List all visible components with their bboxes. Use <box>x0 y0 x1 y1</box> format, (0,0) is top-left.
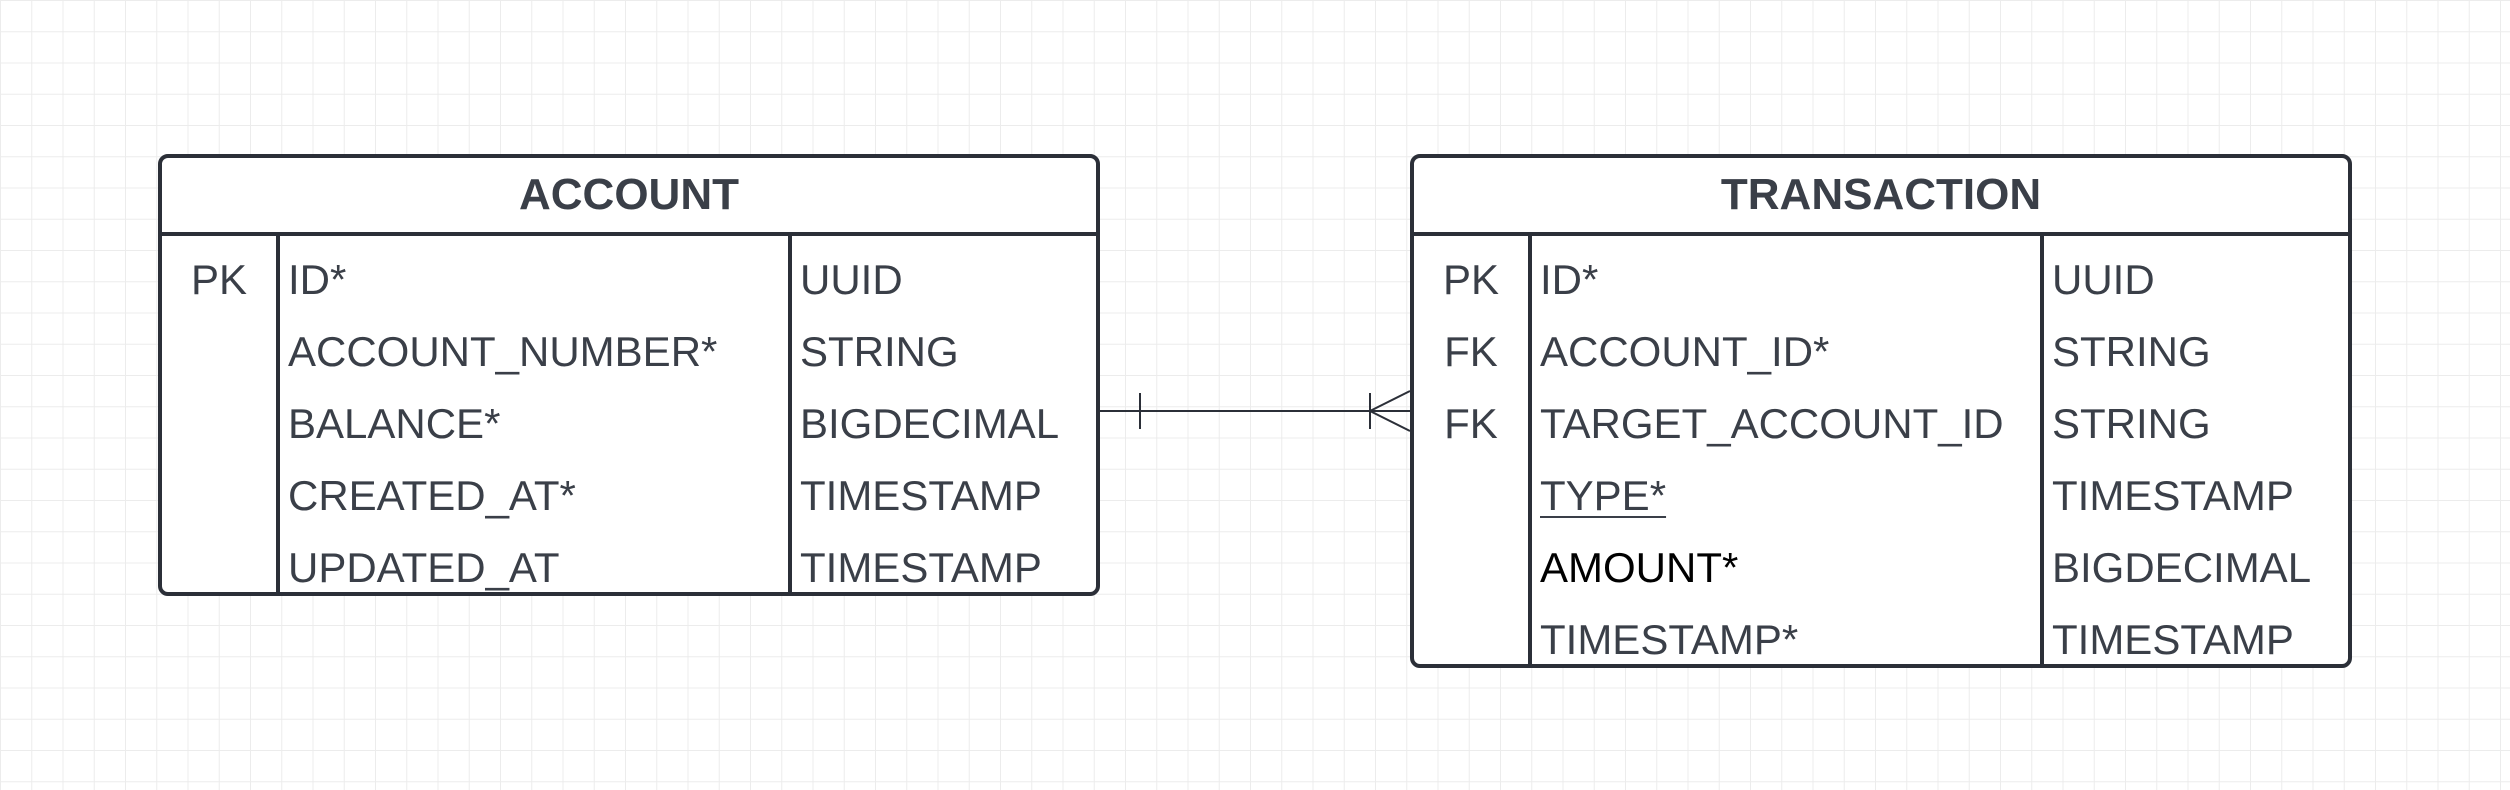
account-row-type: STRING <box>800 328 959 375</box>
transaction-row-name: ID* <box>1540 256 1599 303</box>
account-row-name: BALANCE* <box>288 400 501 447</box>
account-row-name: CREATED_AT* <box>288 472 576 519</box>
account-row-type: TIMESTAMP <box>800 544 1042 591</box>
account-row-type: UUID <box>800 256 903 303</box>
account-row-type: BIGDECIMAL <box>800 400 1060 447</box>
crows-foot-upper-prong <box>1369 390 1411 412</box>
transaction-row-key: FK <box>1444 328 1498 375</box>
entity-transaction-title: TRANSACTION <box>1414 158 2348 236</box>
entity-account-title: ACCOUNT <box>162 158 1096 236</box>
account-row-name: ID* <box>288 256 347 303</box>
transaction-row-name: ACCOUNT_ID* <box>1540 328 1830 375</box>
account-row-type: TIMESTAMP <box>800 472 1042 519</box>
entity-transaction-type-divider <box>2040 236 2044 664</box>
account-row-key: PK <box>190 256 248 303</box>
entity-transaction-key-divider <box>1528 236 1532 664</box>
transaction-row-name: TYPE* <box>1540 472 1667 519</box>
transaction-row-type: TIMESTAMP <box>2052 472 2294 519</box>
transaction-row-type: STRING <box>2052 400 2211 447</box>
entity-account-key-divider <box>276 236 280 592</box>
transaction-row-key: FK <box>1444 400 1498 447</box>
transaction-row-type: TIMESTAMP <box>2052 616 2294 663</box>
transaction-row-name: AMOUNT* <box>1540 544 1739 591</box>
transaction-row-type: BIGDECIMAL <box>2052 544 2312 591</box>
transaction-row-key: PK <box>1442 256 1500 303</box>
account-row-name: UPDATED_AT <box>288 544 560 591</box>
entity-account-type-divider <box>788 236 792 592</box>
transaction-row-name: TARGET_ACCOUNT_ID <box>1540 400 2004 447</box>
entity-account[interactable]: ACCOUNT PK ID* UUID ACCOUNT_NUMBER* STRI… <box>158 154 1100 596</box>
transaction-row-type: UUID <box>2052 256 2155 303</box>
entity-transaction[interactable]: TRANSACTION PK ID* UUID FK ACCOUNT_ID* S… <box>1410 154 2352 668</box>
transaction-row-name: TIMESTAMP* <box>1540 616 1799 663</box>
transaction-row-type: STRING <box>2052 328 2211 375</box>
crows-foot-lower-prong <box>1369 410 1411 432</box>
account-row-name: ACCOUNT_NUMBER* <box>288 328 718 375</box>
